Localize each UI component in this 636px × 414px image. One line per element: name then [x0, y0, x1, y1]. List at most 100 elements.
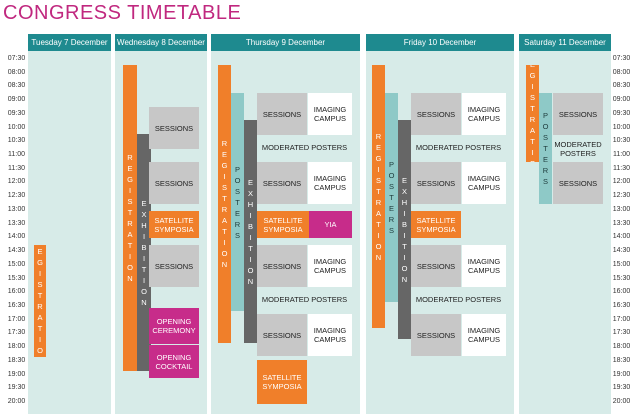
sessions-block: SESSIONS: [257, 245, 307, 287]
time-label: 08:30: [612, 82, 631, 90]
time-label: 18:30: [612, 356, 631, 364]
satellite-symposia-block: SATELLITE SYMPOSIA: [149, 211, 199, 238]
imaging-campus-block: IMAGING CAMPUS: [462, 314, 506, 356]
time-label: 19:30: [7, 384, 26, 392]
time-label: 13:30: [612, 219, 631, 227]
time-label: 18:00: [7, 343, 26, 351]
sessions-block: SESSIONS: [149, 107, 199, 149]
satellite-symposia-block: SATELLITE SYMPOSIA: [257, 211, 309, 238]
imaging-campus-block: IMAGING CAMPUS: [308, 314, 352, 356]
time-label: 18:00: [612, 343, 631, 351]
time-label: 16:30: [612, 301, 631, 309]
sessions-block: SESSIONS: [553, 162, 603, 204]
time-label: 08:00: [7, 68, 26, 76]
time-label: 11:30: [8, 164, 25, 172]
time-label: 13:30: [7, 219, 26, 227]
opening-ceremony-block: OPENING CEREMONY: [149, 308, 199, 344]
imaging-campus-block: IMAGING CAMPUS: [308, 162, 352, 204]
time-label: 07:30: [7, 55, 26, 62]
satellite-symposia-block: SATELLITE SYMPOSIA: [411, 211, 461, 238]
day-header-thursday: Thursday 9 December: [211, 34, 360, 51]
sessions-block: SESSIONS: [149, 245, 199, 287]
time-label: 14:00: [612, 233, 631, 241]
time-label: 18:30: [7, 356, 26, 364]
time-label: 11:00: [613, 151, 630, 159]
yia-block: YIA: [309, 211, 352, 238]
time-label: 13:00: [7, 205, 26, 213]
time-label: 10:30: [7, 137, 26, 145]
time-label: 16:00: [7, 288, 26, 296]
moderated-posters-band: MODERATED POSTERS: [415, 143, 502, 152]
time-label: 07:30: [612, 55, 631, 62]
time-label: 17:00: [7, 315, 26, 323]
time-label: 12:00: [7, 178, 26, 186]
imaging-campus-block: IMAGING CAMPUS: [308, 245, 352, 287]
time-label: 08:00: [612, 68, 631, 76]
sessions-block: SESSIONS: [553, 93, 603, 135]
time-label: 14:30: [612, 247, 631, 255]
time-label: 15:00: [7, 260, 26, 268]
time-label: 09:30: [7, 109, 26, 117]
sessions-block: SESSIONS: [411, 314, 461, 356]
page-title: CONGRESS TIMETABLE: [3, 2, 242, 24]
time-label: 15:30: [7, 274, 26, 282]
sessions-block: SESSIONS: [257, 93, 307, 135]
time-label: 13:00: [612, 205, 631, 213]
day-header-saturday: Saturday 11 December: [519, 34, 611, 51]
day-header-wednesday: Wednesday 8 December: [115, 34, 207, 51]
time-label: 09:00: [7, 96, 26, 104]
time-label: 09:00: [612, 96, 631, 104]
time-label: 14:30: [7, 247, 26, 255]
imaging-campus-block: IMAGING CAMPUS: [462, 245, 506, 287]
time-label: 17:00: [612, 315, 631, 323]
time-label: 12:30: [612, 192, 631, 200]
moderated-posters-band: MODERATED POSTERS: [415, 295, 502, 304]
sessions-block: SESSIONS: [257, 162, 307, 204]
satellite-symposia-block: SATELLITE SYMPOSIA: [257, 360, 307, 404]
time-label: 09:30: [612, 109, 631, 117]
imaging-campus-block: IMAGING CAMPUS: [308, 93, 352, 135]
time-label: 12:30: [7, 192, 26, 200]
time-label: 16:00: [612, 288, 631, 296]
time-label: 16:30: [7, 301, 26, 309]
sessions-block: SESSIONS: [257, 314, 307, 356]
time-label: 19:00: [612, 370, 631, 378]
time-label: 17:30: [7, 329, 26, 337]
time-label: 12:00: [612, 178, 631, 186]
time-label: 10:30: [612, 137, 631, 145]
sessions-block: SESSIONS: [411, 245, 461, 287]
moderated-posters-band: MODERATED POSTERS: [261, 295, 348, 304]
imaging-campus-block: IMAGING CAMPUS: [462, 162, 506, 204]
time-label: 20:00: [612, 398, 631, 405]
time-label: 11:30: [613, 164, 630, 172]
imaging-campus-block: IMAGING CAMPUS: [462, 93, 506, 135]
day-header-tuesday: Tuesday 7 December: [28, 34, 111, 51]
sessions-block: SESSIONS: [411, 93, 461, 135]
sessions-block: SESSIONS: [149, 162, 199, 204]
time-label: 15:30: [612, 274, 631, 282]
time-label: 20:00: [7, 398, 26, 405]
opening-cocktail-block: OPENING COCKTAIL: [149, 345, 199, 378]
time-label: 11:00: [8, 151, 25, 159]
time-label: 17:30: [612, 329, 631, 337]
moderated-posters-band: MODERATED POSTERS: [554, 140, 602, 158]
time-label: 15:00: [612, 260, 631, 268]
moderated-posters-band: MODERATED POSTERS: [261, 143, 348, 152]
time-label: 10:00: [7, 123, 26, 131]
time-label: 19:30: [612, 384, 631, 392]
time-label: 19:00: [7, 370, 26, 378]
